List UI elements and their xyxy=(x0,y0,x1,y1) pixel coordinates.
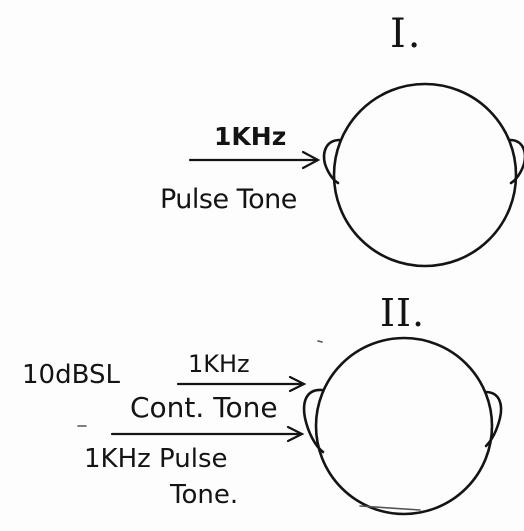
panel-2-pulse-line-2: Tone. xyxy=(170,480,239,510)
panel-2-cont-tone: Cont. Tone xyxy=(130,391,278,424)
arrow-1 xyxy=(188,150,321,170)
arrow-2-pulse xyxy=(110,425,305,443)
arrow-2-cont xyxy=(176,375,307,393)
panel-2-label: II. xyxy=(380,291,426,335)
head-1 xyxy=(322,82,524,268)
panel-2-frequency: 1KHz xyxy=(188,350,250,378)
head-1-left-ear xyxy=(322,138,342,185)
panel-2-level: 10dBSL xyxy=(22,360,120,390)
panel-1-tone: Pulse Tone xyxy=(160,184,297,215)
head-2-right-ear xyxy=(484,390,503,448)
head-2 xyxy=(302,336,503,516)
stray-marks xyxy=(77,340,421,511)
panel-1-frequency: 1KHz xyxy=(214,122,287,151)
panel-1-label: I. xyxy=(390,11,423,57)
head-2-outline xyxy=(314,336,494,516)
head-2-left-ear xyxy=(302,388,325,454)
head-1-right-ear xyxy=(508,138,524,185)
head-1-outline xyxy=(332,82,518,268)
panel-2-pulse-line-1: 1KHz Pulse xyxy=(84,444,228,474)
